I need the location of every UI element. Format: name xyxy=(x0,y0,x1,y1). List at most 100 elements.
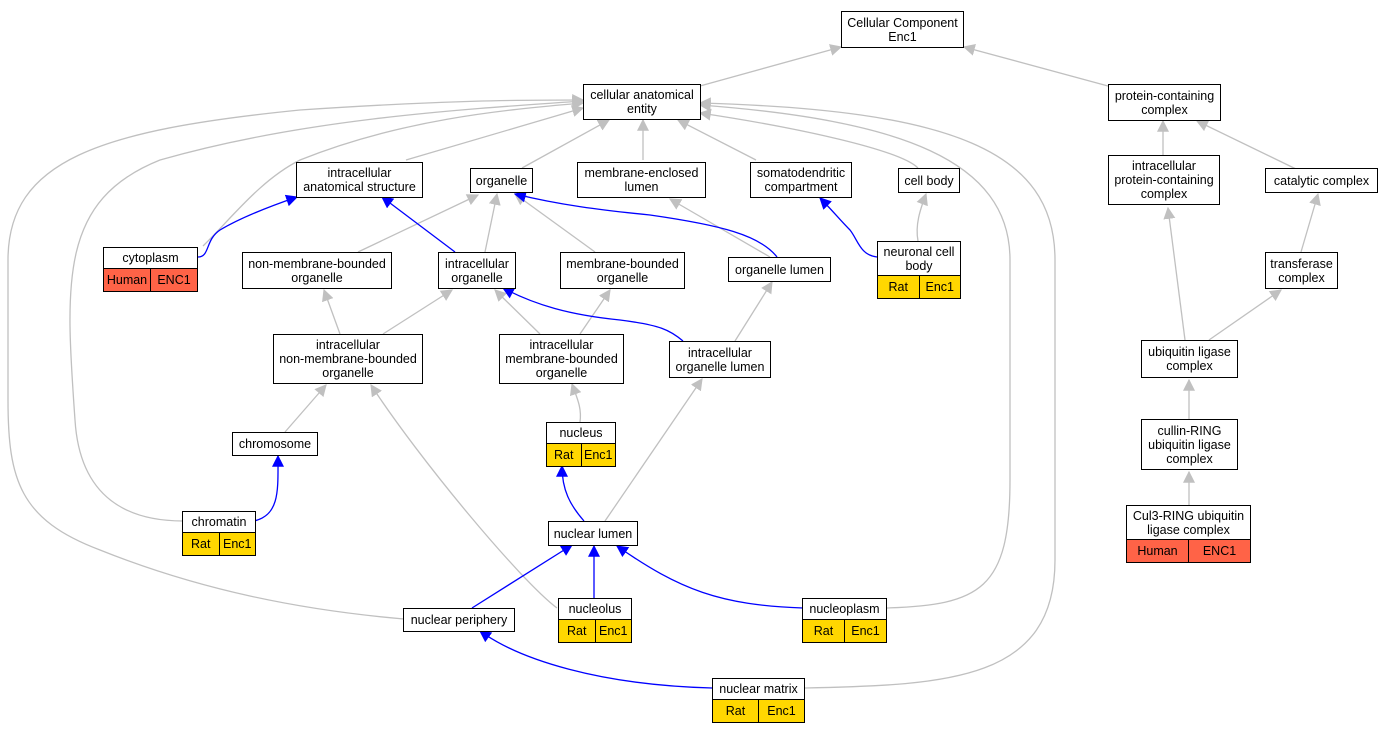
node-label: catalytic complex xyxy=(1273,173,1370,188)
node-label: chromosome xyxy=(238,437,312,451)
edge-cae-root xyxy=(699,44,843,87)
annotation-tags: Rat Enc1 xyxy=(183,532,255,555)
node-label: chromatin xyxy=(191,515,247,529)
edge-chromatin-chromosome xyxy=(253,454,285,522)
edge-pcc-root xyxy=(962,44,1109,87)
species-tag: Rat xyxy=(803,620,844,642)
node-label: nuclear lumen xyxy=(553,526,633,541)
edge-nucleolus-inmbo xyxy=(370,383,558,609)
gene-tag: ENC1 xyxy=(1188,540,1250,562)
node-catalytic-complex[interactable]: catalytic complex xyxy=(1265,168,1378,193)
edge-chromatin-cae xyxy=(69,95,585,522)
annotation-tags: Rat Enc1 xyxy=(803,619,886,642)
edge-chromosome-inmbo xyxy=(284,384,327,433)
annotation-tags: Human ENC1 xyxy=(104,268,197,291)
node-nucleolus[interactable]: nucleolus Rat Enc1 xyxy=(558,598,632,643)
gene-tag: Enc1 xyxy=(218,533,255,555)
annotation-tags: Rat Enc1 xyxy=(547,443,615,466)
edge-catcomp-pcc xyxy=(1195,120,1297,170)
gene-tag: Enc1 xyxy=(580,444,615,466)
edge-nucleus-imbo xyxy=(569,382,582,423)
edge-imbo-mbo xyxy=(579,289,611,335)
species-tag: Rat xyxy=(183,533,219,555)
annotation-tags: Rat Enc1 xyxy=(559,619,631,642)
edge-inmbo-nmbo xyxy=(322,288,341,335)
node-cytoplasm[interactable]: cytoplasm Human ENC1 xyxy=(103,247,198,292)
edge-nucper-nuclumen xyxy=(471,544,574,609)
edge-ncb-somato xyxy=(819,197,878,258)
annotation-tags: Human ENC1 xyxy=(1127,539,1250,562)
node-label: cell body xyxy=(904,173,954,188)
edge-orglumen-org xyxy=(513,190,778,258)
node-organelle-lumen[interactable]: organelle lumen xyxy=(728,257,831,282)
edge-inmbo-io xyxy=(382,289,454,335)
gene-tag: ENC1 xyxy=(150,269,197,291)
species-tag: Human xyxy=(1127,540,1188,562)
edge-nucleoplasm-cae xyxy=(698,99,1011,609)
node-label: nuclear matrix xyxy=(719,682,798,696)
edge-iol-orglumen xyxy=(734,280,773,342)
edge-transf-catcomp xyxy=(1300,192,1321,253)
species-tag: Human xyxy=(104,269,150,291)
species-tag: Rat xyxy=(559,620,595,642)
node-chromosome[interactable]: chromosome xyxy=(232,432,318,456)
node-nucleoplasm[interactable]: nucleoplasm Rat Enc1 xyxy=(802,598,887,643)
edge-cyto-ias xyxy=(197,194,299,258)
edge-cyto-cae xyxy=(202,97,585,247)
node-nuclear-matrix[interactable]: nuclear matrix Rat Enc1 xyxy=(712,678,805,723)
species-tag: Rat xyxy=(878,276,919,298)
edge-nucper-cae xyxy=(7,94,585,620)
node-nucleus[interactable]: nucleus Rat Enc1 xyxy=(546,422,616,467)
edge-nuclumen-iol xyxy=(604,378,703,522)
edge-nuclumen-nucleus xyxy=(556,464,585,522)
edge-mbo-org xyxy=(514,193,596,253)
node-label: organelle lumen xyxy=(735,262,824,277)
edge-ipcc-ulc xyxy=(1163,206,1186,341)
node-label: nuclear periphery xyxy=(410,613,508,627)
node-label: nucleoplasm xyxy=(809,602,880,616)
node-cell-body[interactable]: cell body xyxy=(898,168,960,193)
gene-tag: Enc1 xyxy=(918,276,960,298)
node-nuclear-periphery[interactable]: nuclear periphery xyxy=(403,608,515,632)
edge-cellbody-cae xyxy=(698,108,919,169)
annotation-tags: Rat Enc1 xyxy=(878,275,960,298)
node-label: nucleolus xyxy=(568,602,622,616)
gene-tag: Enc1 xyxy=(844,620,886,642)
edge-io-org xyxy=(484,192,501,253)
species-tag: Rat xyxy=(547,444,581,466)
node-organelle[interactable]: organelle xyxy=(470,168,533,193)
node-nuclear-lumen[interactable]: nuclear lumen xyxy=(548,521,638,546)
node-chromatin[interactable]: chromatin Rat Enc1 xyxy=(182,511,256,556)
edge-nucmatrix-cae xyxy=(698,97,1056,689)
